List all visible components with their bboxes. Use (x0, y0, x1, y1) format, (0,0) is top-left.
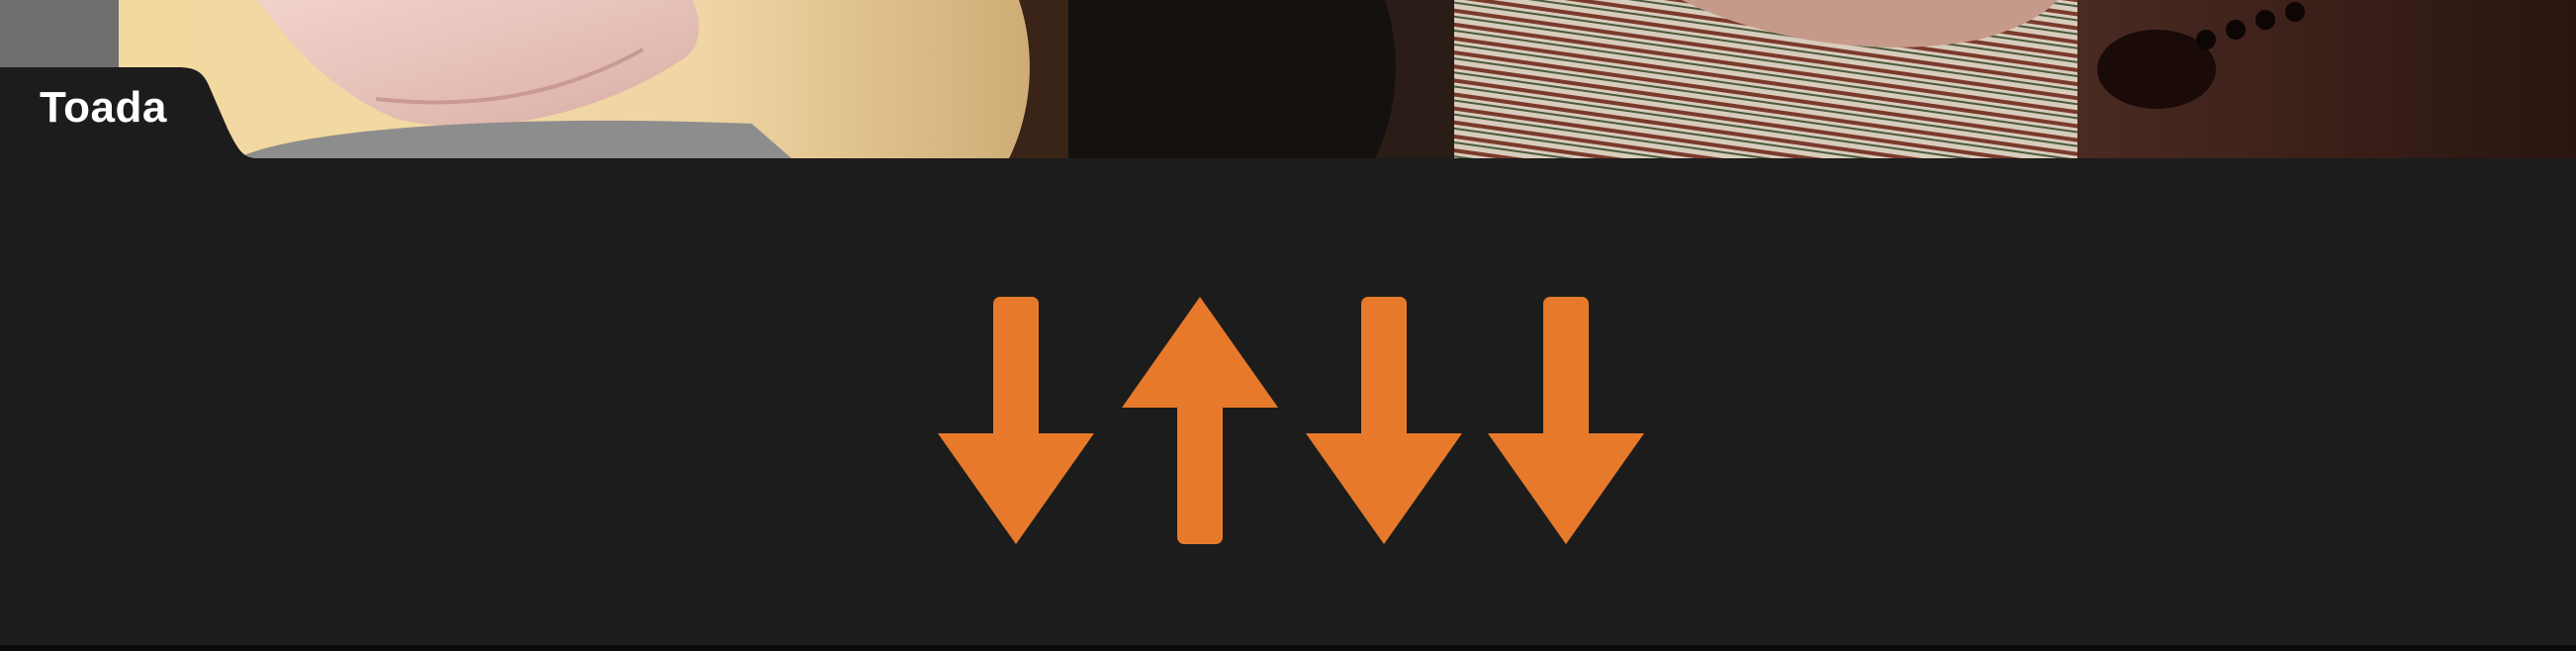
strum-pattern (0, 158, 2576, 645)
bottom-divider (0, 645, 2576, 651)
arrow-down-icon (1488, 297, 1644, 544)
section-tab (0, 67, 257, 158)
arrow-up-icon (1122, 297, 1278, 544)
section-label: Toada (40, 83, 167, 132)
video-frame: Toada (0, 0, 2576, 158)
arrow-down-icon (938, 297, 1094, 544)
video-image (0, 0, 2576, 158)
arrow-down-icon (1306, 297, 1462, 544)
